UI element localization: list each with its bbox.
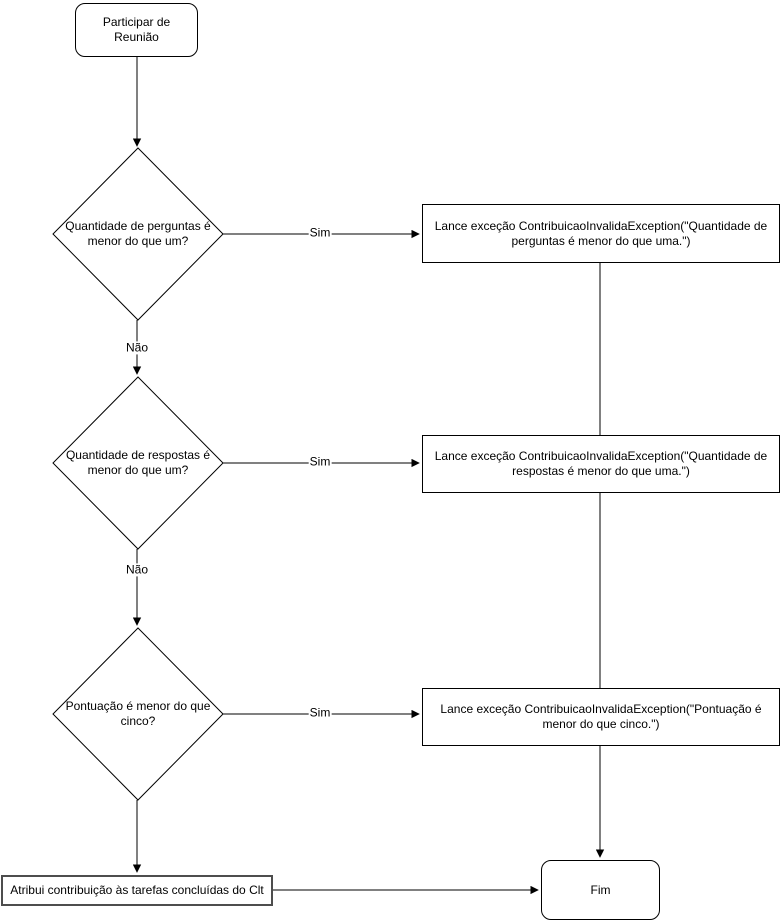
end-node: Fim: [541, 860, 660, 920]
edge-label-nao-perguntas: Não: [124, 340, 150, 355]
decision-pontuacao-label: Pontuação é menor do que cinco?: [65, 699, 211, 728]
decision-perguntas-shape: [52, 147, 224, 321]
decision-pontuacao-shape: [52, 627, 224, 801]
decision-perguntas-label: Quantidade de perguntas é menor do que u…: [65, 219, 211, 248]
edge-label-sim-respostas: Sim: [308, 454, 332, 469]
decision-respostas-shape: [52, 376, 224, 550]
exception-perguntas-node: Lance exceção ContribuicaoInvalidaExcept…: [422, 204, 780, 263]
edge-label-sim-perguntas: Sim: [308, 225, 332, 240]
exception-pontuacao-node: Lance exceção ContribuicaoInvalidaExcept…: [422, 688, 780, 746]
edge-label-sim-pontuacao: Sim: [308, 705, 332, 720]
decision-respostas-label: Quantidade de respostas é menor do que u…: [65, 448, 211, 477]
edge-label-nao-respostas: Não: [124, 562, 150, 577]
start-node: Participar de Reunião: [75, 3, 198, 57]
atribui-contribuicao-node: Atribui contribuição às tarefas concluíd…: [1, 875, 273, 906]
exception-respostas-node: Lance exceção ContribuicaoInvalidaExcept…: [422, 435, 780, 493]
